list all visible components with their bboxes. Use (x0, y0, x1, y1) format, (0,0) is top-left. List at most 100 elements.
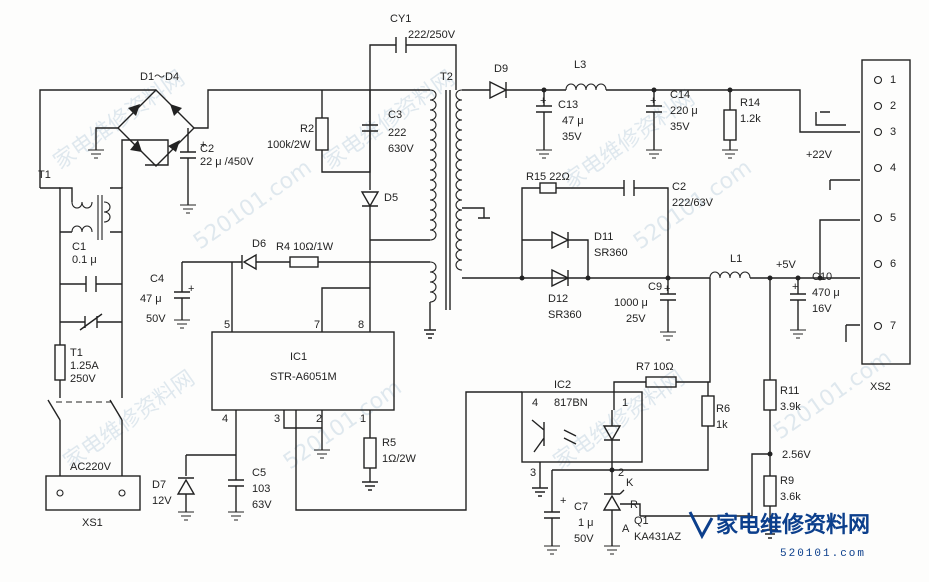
svg-text:L3: L3 (574, 59, 586, 71)
svg-text:R2: R2 (300, 123, 314, 135)
svg-text:C9: C9 (648, 281, 662, 293)
svg-text:817BN: 817BN (554, 397, 588, 409)
svg-text:IC1: IC1 (290, 351, 307, 363)
svg-text:250V: 250V (70, 373, 96, 385)
ic1-controller: IC1 STR-A6051M 5 7 8 4 3 2 1 R5 1Ω/2W (211, 240, 522, 511)
svg-text:R5: R5 (382, 437, 396, 449)
svg-text:16V: 16V (812, 303, 832, 315)
svg-text:R14: R14 (740, 97, 760, 109)
logo-check-icon (688, 511, 714, 540)
svg-text:103: 103 (252, 483, 270, 495)
svg-text:C13: C13 (558, 99, 578, 111)
svg-text:Q1: Q1 (634, 515, 649, 527)
svg-text:KA431AZ: KA431AZ (634, 531, 681, 543)
ac-label: AC220V (70, 461, 112, 473)
svg-text:520101.com: 520101.com (780, 548, 866, 560)
svg-text:5: 5 (224, 319, 230, 331)
svg-text:D12: D12 (548, 293, 568, 305)
svg-text:SR360: SR360 (594, 247, 628, 259)
svg-text:家电维修资料网: 家电维修资料网 (716, 512, 870, 538)
svg-text:T2: T2 (440, 71, 453, 83)
svg-text:47 μ: 47 μ (562, 115, 584, 127)
svg-text:7: 7 (890, 320, 896, 332)
svg-text:SR360: SR360 (548, 309, 582, 321)
vcc-supply: D6 R4 10Ω/1W C4 47 μ 50V + (140, 238, 430, 332)
svg-text:T1: T1 (70, 347, 83, 359)
svg-text:C1: C1 (72, 241, 86, 253)
svg-text:A: A (622, 523, 630, 535)
svg-text:35V: 35V (670, 121, 690, 133)
t2-transformer: T2 (370, 71, 490, 339)
fuse (54, 344, 66, 381)
svg-text:63V: 63V (252, 499, 272, 511)
svg-text:1.25A: 1.25A (70, 360, 99, 372)
svg-text:1.2k: 1.2k (740, 113, 761, 125)
svg-text:C14: C14 (670, 89, 690, 101)
svg-text:1: 1 (360, 413, 366, 425)
svg-text:D7: D7 (152, 479, 166, 491)
svg-text:L1: L1 (730, 253, 742, 265)
svg-text:220 μ: 220 μ (670, 105, 698, 117)
svg-text:+: + (792, 281, 798, 293)
svg-text:D9: D9 (494, 63, 508, 75)
site-logo: 家电维修资料网 520101.com (688, 511, 870, 560)
svg-text:XS2: XS2 (870, 381, 891, 393)
svg-text:C4: C4 (150, 273, 164, 285)
svg-text:8: 8 (358, 319, 364, 331)
svg-text:R4 10Ω/1W: R4 10Ω/1W (276, 241, 334, 253)
svg-text:4: 4 (222, 413, 228, 425)
svg-text:+: + (200, 139, 206, 151)
svg-text:2: 2 (316, 413, 322, 425)
svg-text:2.56V: 2.56V (782, 449, 811, 461)
svg-text:25V: 25V (626, 313, 646, 325)
c2-bulk-cap: C2 22 μ /450V + (180, 128, 254, 214)
svg-text:3: 3 (274, 413, 280, 425)
svg-text:3.6k: 3.6k (780, 491, 801, 503)
ac-input-section: AC220V XS1 T1 1.25A 250V C1 0.1 μ T1 (38, 89, 169, 529)
svg-text:R11: R11 (780, 385, 799, 397)
svg-text:3.9k: 3.9k (780, 401, 801, 413)
svg-text:STR-A6051M: STR-A6051M (270, 371, 337, 383)
svg-text:3: 3 (890, 126, 896, 138)
svg-text:6: 6 (890, 258, 896, 270)
svg-text:C2: C2 (672, 181, 686, 193)
svg-text:222/250V: 222/250V (408, 29, 456, 41)
svg-text:50V: 50V (574, 533, 594, 545)
svg-text:+: + (188, 283, 194, 295)
svg-text:630V: 630V (388, 143, 414, 155)
secondary-22v: D9 L3 + C13 47 μ 35V + C14 220 μ 35V R14… (462, 59, 860, 161)
svg-text:50V: 50V (146, 313, 166, 325)
svg-text:1 μ: 1 μ (578, 517, 594, 529)
svg-text:K: K (626, 477, 634, 489)
svg-text:C7: C7 (574, 501, 588, 513)
svg-text:2: 2 (890, 100, 896, 112)
svg-text:12V: 12V (152, 495, 172, 507)
svg-text:4: 4 (532, 397, 538, 409)
cy1-cap: CY1 222/250V (369, 13, 457, 90)
svg-text:R7 10Ω: R7 10Ω (636, 361, 674, 373)
svg-text:1k: 1k (716, 419, 728, 431)
svg-text:222/63V: 222/63V (672, 197, 714, 209)
svg-text:R: R (630, 499, 638, 511)
feedback-loop: R7 10Ω IC2 817BN 4 1 3 2 R6 1k K R A Q1 … (521, 278, 811, 555)
svg-text:D11: D11 (594, 231, 613, 243)
svg-text:+: + (560, 495, 566, 507)
svg-text:IC2: IC2 (554, 379, 571, 391)
svg-text:R9: R9 (780, 475, 794, 487)
svg-text:47 μ: 47 μ (140, 293, 162, 305)
svg-text:C2: C2 (200, 143, 214, 155)
d7-c5: D7 12V C5 103 63V (152, 454, 272, 521)
svg-text:35V: 35V (562, 131, 582, 143)
bridge-rectifier: D1～D4 (88, 71, 322, 167)
xs1-socket (45, 475, 141, 511)
svg-text:1: 1 (890, 74, 896, 86)
svg-text:0.1 μ: 0.1 μ (72, 254, 97, 266)
svg-text:1Ω/2W: 1Ω/2W (382, 453, 417, 465)
svg-text:D5: D5 (384, 192, 398, 204)
svg-text:3: 3 (530, 467, 536, 479)
svg-text:7: 7 (314, 319, 320, 331)
svg-text:C5: C5 (252, 467, 266, 479)
svg-text:D1～D4: D1～D4 (140, 71, 179, 83)
